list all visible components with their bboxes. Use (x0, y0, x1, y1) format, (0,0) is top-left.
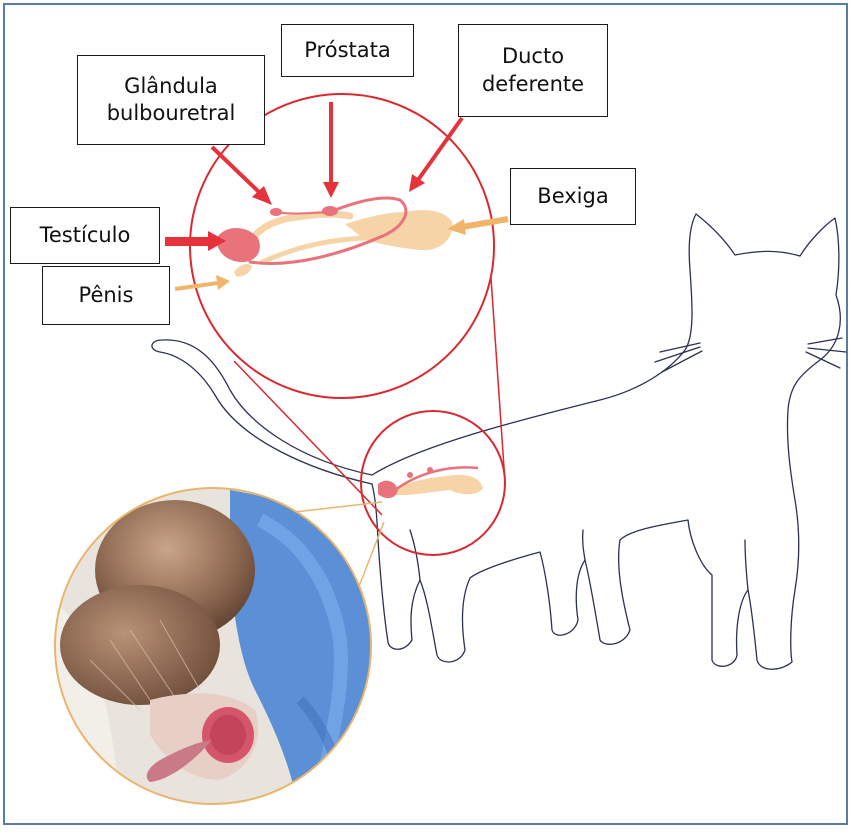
small-organ-drawing (378, 467, 483, 498)
label-prostata: Próstata (281, 24, 414, 77)
label-prostata-text: Próstata (304, 37, 390, 64)
label-glandula-line2: bulbouretral (107, 100, 236, 127)
cat-genitalia-photo (50, 485, 380, 815)
label-glandula-bulbouretral: Glândula bulbouretral (77, 55, 265, 145)
label-bexiga-text: Bexiga (537, 183, 608, 210)
label-ducto-line1: Ducto (502, 43, 564, 70)
label-testiculo: Testículo (10, 207, 160, 264)
label-ducto-line2: deferente (482, 71, 584, 98)
label-penis: Pênis (42, 266, 170, 325)
label-bexiga: Bexiga (510, 168, 636, 225)
label-testiculo-text: Testículo (40, 222, 131, 249)
label-glandula-line1: Glândula (124, 73, 218, 100)
label-ducto-deferente: Ducto deferente (458, 24, 608, 117)
label-penis-text: Pênis (79, 282, 134, 309)
